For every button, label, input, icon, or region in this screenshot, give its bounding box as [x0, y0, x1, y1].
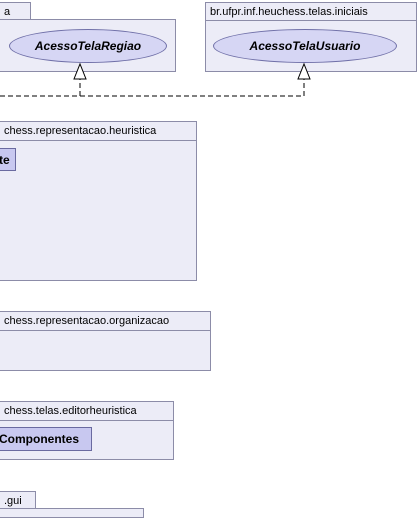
class-box-heuristica[interactable]: te — [0, 148, 16, 171]
interface-acesso-tela-usuario[interactable]: AcessoTelaUsuario — [213, 29, 397, 63]
interface-label: AcessoTelaUsuario — [249, 39, 361, 53]
realization-arrowhead — [297, 62, 311, 80]
package-body-heuristica[interactable] — [0, 140, 197, 281]
realization-arrowhead — [73, 62, 87, 80]
class-label: te — [0, 152, 10, 167]
package-label: chess.telas.editorheuristica — [4, 405, 137, 417]
interface-label: AcessoTelaRegiao — [34, 39, 142, 53]
class-box-componentes[interactable]: Componentes — [0, 427, 92, 451]
realization-edge-acesso-tela-usuario[interactable] — [80, 62, 311, 97]
package-label: chess.representacao.heuristica — [4, 125, 157, 137]
package-label: a — [4, 6, 11, 18]
package-label: br.ufpr.inf.heuchess.telas.iniciais — [210, 6, 368, 18]
package-body-organizacao[interactable] — [0, 330, 211, 371]
package-header-telas-iniciais[interactable]: br.ufpr.inf.heuchess.telas.iniciais — [205, 2, 417, 21]
package-tab-gui[interactable]: .gui — [0, 491, 36, 509]
package-tab-left-top[interactable]: a — [0, 2, 31, 19]
package-header-editorheuristica[interactable]: chess.telas.editorheuristica — [0, 401, 174, 421]
package-header-organizacao[interactable]: chess.representacao.organizacao — [0, 311, 211, 331]
class-label: Componentes — [0, 432, 80, 446]
realization-edge-acesso-tela-regiao[interactable] — [0, 62, 87, 97]
package-label: chess.representacao.organizacao — [4, 315, 170, 327]
package-label: .gui — [4, 495, 22, 507]
interface-acesso-tela-regiao[interactable]: AcessoTelaRegiao — [9, 29, 167, 63]
